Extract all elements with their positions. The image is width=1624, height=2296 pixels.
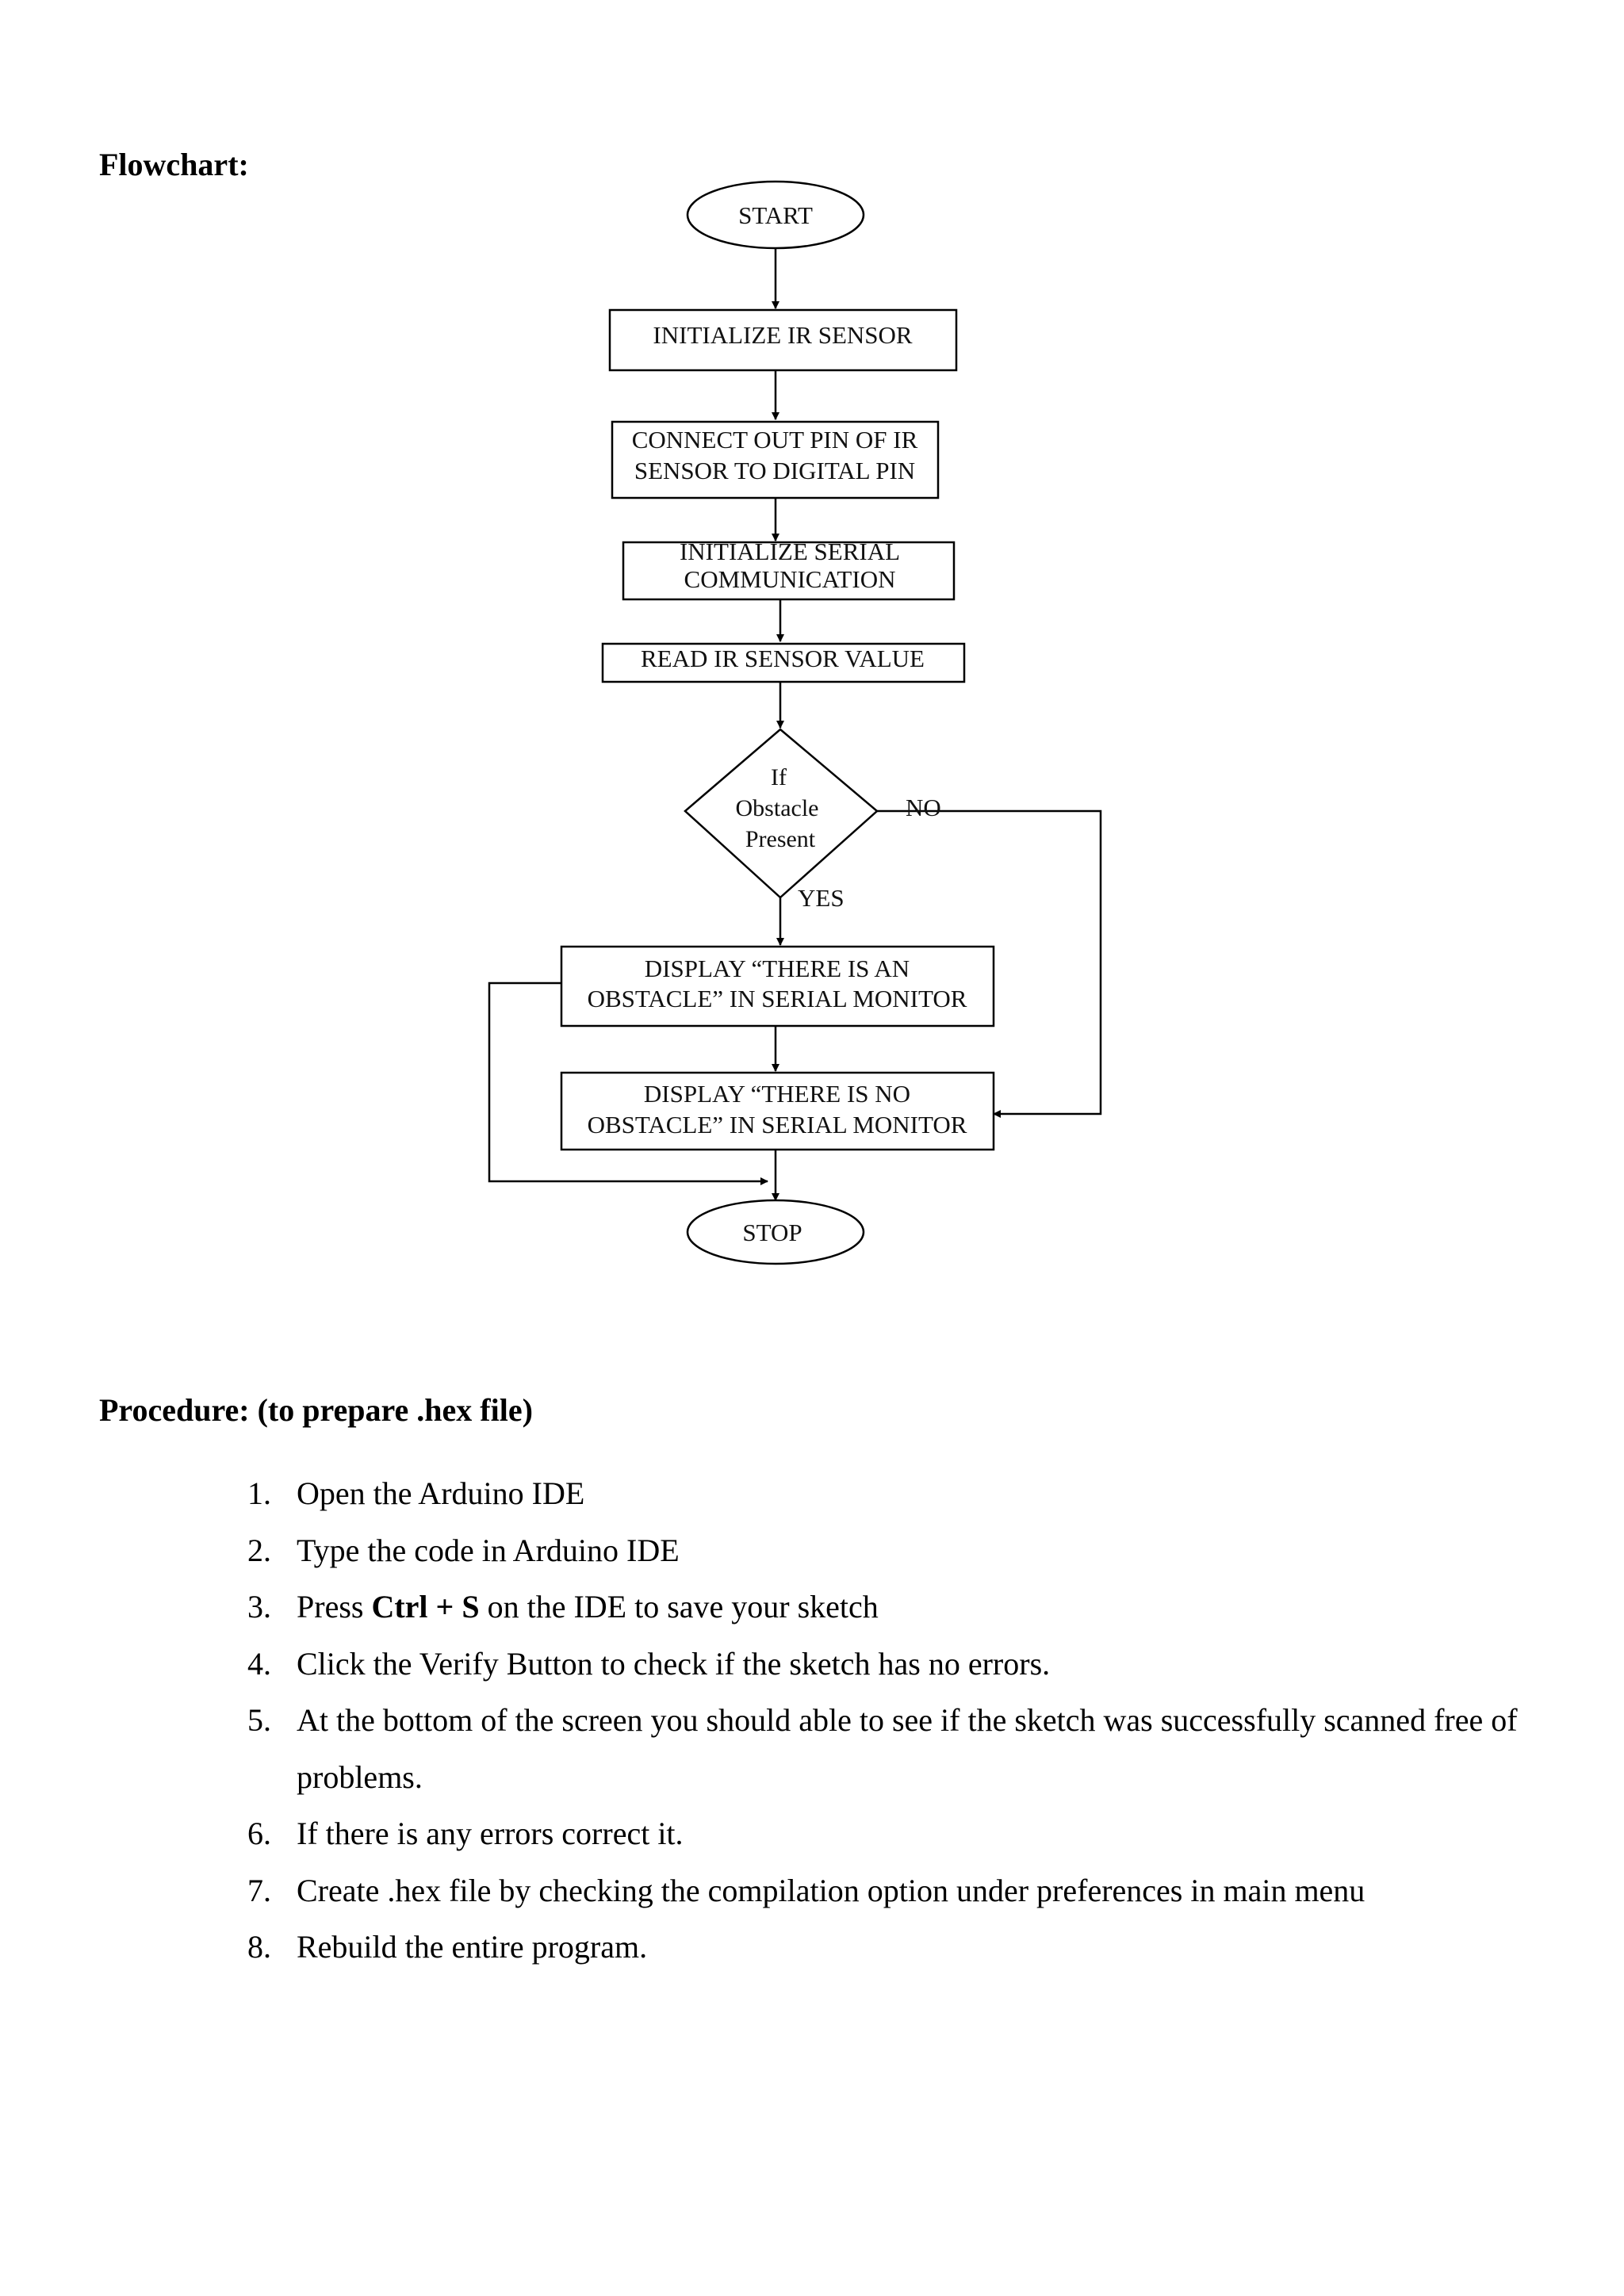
step-number: 8. [247, 1929, 271, 1965]
step-number: 2. [247, 1532, 271, 1568]
read-sensor-label: READ IR SENSOR VALUE [641, 645, 925, 672]
step-text-after: on the IDE to save your sketch [479, 1589, 879, 1624]
obstacle-decision [684, 728, 879, 899]
procedure-step: 6. If there is any errors correct it. [230, 1805, 1562, 1862]
step-text-before: Press [297, 1589, 372, 1624]
connect-pin-label-line2: SENSOR TO DIGITAL PIN [634, 457, 915, 484]
decision-label-line3: Present [745, 826, 816, 852]
flowchart-diagram: START INITIALIZE IR SENSOR CONNECT OUT P… [488, 180, 1102, 1265]
obstacle-label-line2: OBSTACLE” IN SERIAL MONITOR [588, 985, 967, 1012]
step-text: Rebuild the entire program. [297, 1929, 648, 1965]
keyboard-shortcut: Ctrl + S [371, 1589, 480, 1624]
decision-label-line1: If [771, 764, 787, 790]
init-serial-label-line2: COMMUNICATION [684, 565, 896, 593]
step-number: 4. [247, 1645, 271, 1682]
procedure-heading: Procedure: (to prepare .hex file) [99, 1392, 533, 1428]
obstacle-label-line1: DISPLAY “THERE IS AN [645, 955, 910, 982]
read-sensor-box [601, 642, 966, 683]
procedure-step: 7. Create .hex file by checking the comp… [230, 1862, 1562, 1919]
step-number: 3. [247, 1589, 271, 1624]
step-number: 6. [247, 1816, 271, 1851]
init-serial-box [622, 541, 956, 601]
step-text: If there is any errors correct it. [297, 1816, 684, 1851]
decision-label-line2: Obstacle [736, 795, 819, 821]
flowchart-heading: Flowchart: [99, 147, 249, 182]
step-text: At the bottom of the screen you should a… [297, 1702, 1518, 1795]
connector-decision-no [877, 809, 1102, 1118]
init-ir-label: INITIALIZE IR SENSOR [653, 321, 913, 349]
procedure-step: 8. Rebuild the entire program. [230, 1919, 1562, 1976]
no-label: NO [906, 794, 941, 821]
procedure-step: 2. Type the code in Arduino IDE [230, 1522, 1562, 1579]
start-label: START [738, 201, 813, 229]
step-text: Create .hex file by checking the compila… [297, 1872, 1365, 1908]
connect-pin-label-line1: CONNECT OUT PIN OF IR [632, 426, 918, 453]
connector-obstacle-bypass [488, 982, 768, 1185]
procedure-step: 4. Click the Verify Button to check if t… [230, 1636, 1562, 1693]
no-obstacle-label-line1: DISPLAY “THERE IS NO [644, 1080, 910, 1108]
init-serial-label-line1: INITIALIZE SERIAL [680, 538, 900, 565]
step-number: 5. [247, 1702, 271, 1738]
obstacle-display-box [560, 945, 995, 1027]
step-number: 7. [247, 1872, 271, 1908]
connectors [488, 248, 1102, 1201]
no-obstacle-label-line2: OBSTACLE” IN SERIAL MONITOR [588, 1111, 967, 1138]
connect-pin-box [611, 420, 940, 499]
no-obstacle-display-box [560, 1071, 995, 1151]
step-number: 1. [247, 1475, 271, 1511]
step-text: Click the Verify Button to check if the … [297, 1645, 1051, 1682]
yes-label: YES [798, 884, 845, 912]
procedure-step: 5. At the bottom of the screen you shoul… [230, 1692, 1562, 1805]
step-text: Open the Arduino IDE [297, 1475, 585, 1511]
step-text: Type the code in Arduino IDE [297, 1532, 680, 1568]
procedure-steps-list: 1. Open the Arduino IDE 2. Type the code… [230, 1465, 1562, 1976]
stop-terminal [686, 1199, 865, 1265]
start-terminal [686, 180, 865, 250]
init-ir-box [608, 308, 958, 372]
procedure-step: 1. Open the Arduino IDE [230, 1465, 1562, 1522]
procedure-step: 3. Press Ctrl + S on the IDE to save you… [230, 1578, 1562, 1636]
stop-label: STOP [742, 1219, 802, 1246]
